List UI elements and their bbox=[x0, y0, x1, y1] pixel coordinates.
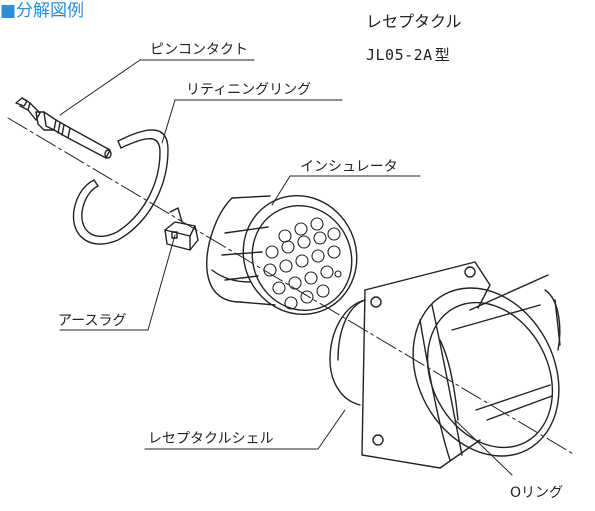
label-retaining-ring: リティニングリング bbox=[186, 82, 312, 98]
receptacle-shell-drawing bbox=[329, 261, 561, 469]
retaining-ring-drawing bbox=[72, 129, 169, 245]
pin-contact-drawing bbox=[15, 97, 112, 159]
diagram-heading: ■分解図例 bbox=[0, 1, 85, 21]
label-earth-lug: アースラグ bbox=[58, 313, 127, 329]
insulator-drawing bbox=[206, 194, 358, 316]
leader-lines bbox=[59, 59, 513, 476]
center-axis-line bbox=[7, 117, 576, 456]
label-pin-contact: ピンコンタクト bbox=[150, 42, 248, 58]
product-name: レセプタクル bbox=[366, 12, 462, 31]
label-receptacle-shell: レセプタクルシェル bbox=[148, 431, 274, 447]
earth-lug-drawing bbox=[164, 207, 199, 251]
model-suffix: 型 bbox=[434, 46, 451, 64]
label-o-ring: Oリング bbox=[510, 485, 564, 501]
model-number: JL05-2A bbox=[366, 46, 433, 64]
label-insulator: インシュレータ bbox=[300, 159, 398, 175]
